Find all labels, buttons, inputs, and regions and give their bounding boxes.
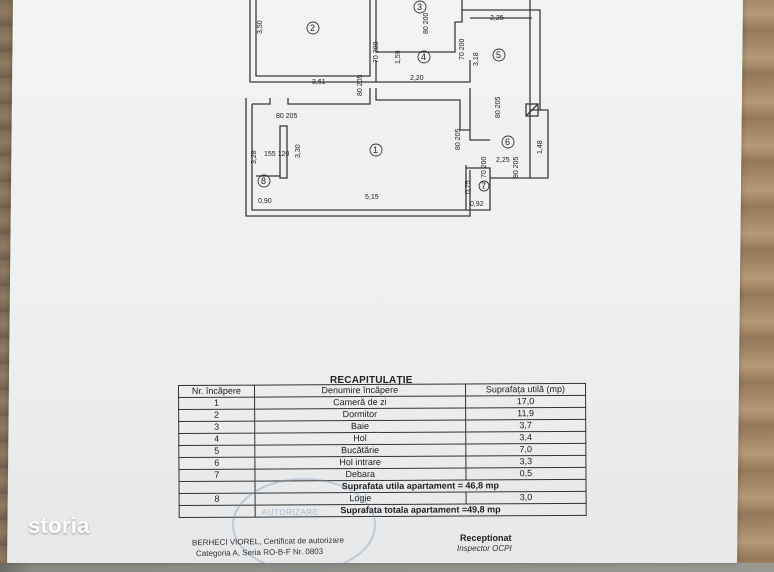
dimension-label: 0,92	[470, 201, 484, 208]
opening-label: 70 200	[373, 41, 380, 63]
opening-label: 80 205	[276, 113, 298, 120]
room-number-1: 1	[373, 145, 378, 155]
dimension-label: 2,25	[490, 15, 504, 22]
column-header: Suprafața utilă (mp)	[465, 383, 586, 396]
table-cell: 0,5	[465, 467, 586, 480]
table-cell: 3,7	[465, 419, 586, 432]
receptionat-label: Receptionat	[460, 533, 512, 543]
opening-label: 155 120	[264, 151, 289, 158]
table-cell: 3,3	[465, 455, 586, 468]
opening-label: 80 205	[495, 96, 502, 118]
table-cell: Hol intrare	[254, 455, 466, 470]
recap-title: RECAPITULAȚIE	[330, 375, 413, 386]
room-number-2: 2	[310, 23, 315, 33]
dimension-label: 3,50	[257, 20, 264, 34]
room-number-5: 5	[496, 50, 501, 60]
dimension-label: 3,61	[312, 79, 326, 86]
storia-logo: storia	[28, 513, 90, 538]
table-cell	[179, 481, 255, 494]
dimension-label: 5,15	[365, 194, 379, 201]
stamp-text: AUTORIZARE	[262, 508, 319, 517]
column-header: Denumire încăpere	[254, 383, 466, 398]
floor-plan: 2 3 4 5 1 6 7 8 3,50 3,61 2,20 2,25 3,18…	[245, 0, 549, 217]
opening-label: 70 200	[481, 156, 488, 178]
table-cell: 3,0	[465, 491, 587, 504]
dimension-label: 2,20	[410, 75, 424, 82]
table-cell: 11,9	[465, 407, 586, 420]
opening-label: 80 205	[455, 128, 462, 150]
opening-label: 70 200	[459, 38, 466, 60]
table-cell: 7,0	[465, 443, 586, 456]
table-cell: 3,4	[465, 431, 586, 444]
table-cell: 17,0	[465, 395, 586, 408]
dimension-label: 3,28	[251, 150, 258, 164]
room-number-4: 4	[421, 52, 426, 62]
dimension-label: 3,18	[473, 52, 480, 66]
table-cell: Hol	[254, 431, 466, 446]
recap-table: Nr. încăpere Denumire încăpere Suprafața…	[178, 383, 587, 518]
column-header: Nr. încăpere	[178, 385, 255, 398]
opening-label: 80 200	[423, 12, 430, 34]
dimension-label: 1,48	[537, 140, 544, 154]
dimension-label: 1,59	[395, 50, 402, 64]
opening-label: 80 205	[357, 74, 364, 96]
table-cell: Dormitor	[254, 407, 466, 422]
inspector-label: Inspector OCPI	[457, 544, 512, 553]
opening-label: 90 205	[513, 156, 520, 178]
table-cell: Cameră de zi	[254, 395, 466, 410]
table-cell: 7	[178, 469, 255, 482]
stamp-seal	[232, 478, 376, 572]
table-cell: Bucătărie	[254, 443, 466, 458]
table-cell: 3	[178, 421, 255, 434]
room-number-6: 6	[505, 137, 510, 147]
table-cell: 2	[178, 409, 255, 422]
dimension-label: 3,30	[295, 144, 302, 158]
room-number-3: 3	[417, 2, 422, 12]
table-cell: 1	[178, 397, 255, 410]
dimension-label: 2,25	[496, 157, 510, 164]
room-number-7: 7	[481, 181, 486, 191]
table-cell: 6	[178, 457, 255, 470]
dimension-label: 0,90	[258, 198, 272, 205]
table-cell: 4	[178, 433, 255, 446]
dimension-label: 0,75	[465, 180, 472, 194]
room-number-8: 8	[261, 176, 266, 186]
table-cell: 5	[178, 445, 255, 458]
table-cell: Baie	[254, 419, 466, 434]
